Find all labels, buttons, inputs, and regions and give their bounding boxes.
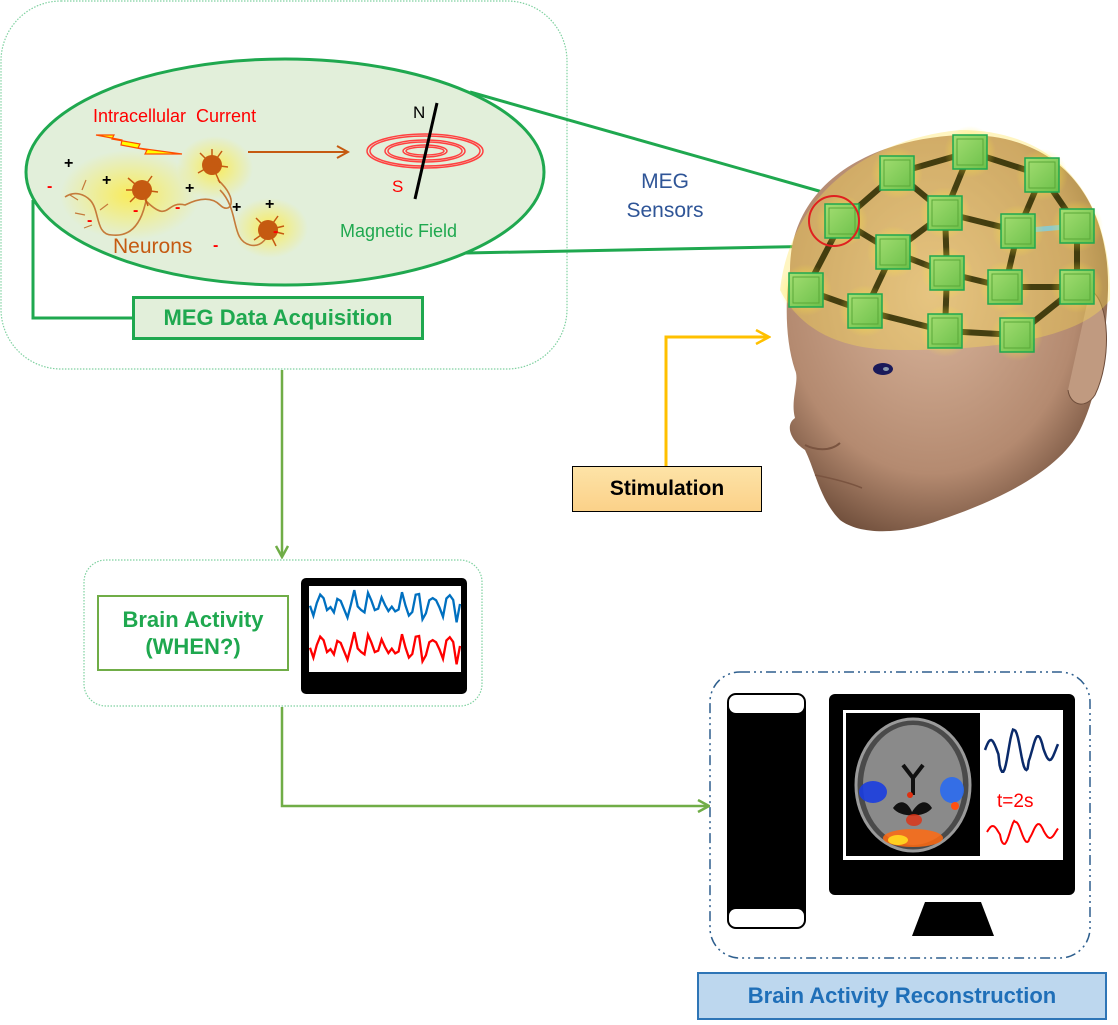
- red-signal-trace: [308, 630, 462, 665]
- meg-data-acquisition-label: MEG Data Acquisition: [163, 305, 393, 330]
- meg-data-acquisition-box: MEG Data Acquisition: [132, 296, 424, 340]
- time-label: t=2s: [997, 791, 1033, 812]
- neurons-illustration: [60, 136, 308, 258]
- computer-tower: [727, 693, 806, 929]
- tower-top-bay: [729, 695, 804, 713]
- compass-south-label: S: [392, 177, 403, 196]
- meg-sensor-bevel: [1004, 217, 1032, 245]
- sensor-highlight-circle: [808, 195, 860, 247]
- meg-sensor: [1059, 269, 1095, 305]
- meg-sensor: [788, 272, 824, 308]
- monitor-stand: [912, 902, 994, 936]
- meg-sensor-bevel: [879, 238, 907, 266]
- reconstructed-blue-signal: [983, 728, 1060, 773]
- minus-sign: -: [47, 178, 52, 195]
- compass-north-label: N: [413, 103, 425, 122]
- meg-sensor: [927, 313, 963, 349]
- magnetic-field-label: Magnetic Field: [340, 221, 457, 241]
- meg-sensor-bevel: [1028, 161, 1056, 189]
- meg-sensor: [824, 203, 860, 239]
- sensor-callout-line-bottom: [465, 244, 831, 255]
- meg-sensor-bevel: [883, 159, 911, 187]
- minus-sign: -: [213, 237, 218, 254]
- acquisition-bracket: [31, 200, 132, 320]
- plus-sign: +: [232, 199, 241, 216]
- plus-sign: +: [102, 172, 111, 189]
- meg-sensor: [875, 234, 911, 270]
- minus-sign: -: [87, 212, 92, 229]
- meg-sensor-bevel: [1063, 273, 1091, 301]
- stimulation-label: Stimulation: [609, 477, 725, 500]
- minus-sign: -: [175, 199, 180, 216]
- plus-sign: +: [185, 180, 194, 197]
- sensor-squares: [780, 126, 1103, 361]
- plus-sign: +: [64, 155, 73, 172]
- meg-sensor-bevel: [1063, 212, 1091, 240]
- minus-sign: -: [273, 223, 278, 240]
- meg-sensor-bevel: [1003, 321, 1031, 349]
- meg-sensor: [987, 269, 1023, 305]
- brain-activity-reconstruction-box: Brain Activity Reconstruction: [697, 972, 1107, 1020]
- meg-sensor: [1000, 213, 1036, 249]
- activity-to-reconstruction-arrow: [280, 707, 708, 806]
- meg-sensor: [952, 134, 988, 170]
- meg-sensors-label-line2: Sensors: [626, 199, 703, 222]
- meg-sensor: [847, 293, 883, 329]
- charge-signs: + + + + + - - - - - -: [47, 155, 278, 254]
- brain-activity-when-box: Brain Activity (WHEN?): [97, 595, 289, 671]
- brain-activity-label: Brain Activity: [122, 607, 264, 632]
- meg-sensor: [999, 317, 1035, 353]
- minus-sign: -: [133, 202, 138, 219]
- meg-sensor: [929, 255, 965, 291]
- plus-sign: +: [265, 196, 274, 213]
- neurons-label: Neurons: [113, 235, 192, 258]
- compass-needle-icon: [413, 102, 439, 200]
- stimulation-box: Stimulation: [572, 466, 762, 512]
- reconstructed-red-signal: [986, 819, 1059, 845]
- signal-monitor-screen: [309, 586, 461, 672]
- meg-sensor: [1059, 208, 1095, 244]
- meg-sensor-bevel: [931, 199, 959, 227]
- stimulation-arrow: [664, 337, 768, 466]
- meg-sensor-bevel: [956, 138, 984, 166]
- meg-sensor-bevel: [828, 207, 856, 235]
- meg-sensor: [879, 155, 915, 191]
- meg-sensor-bevel: [933, 259, 961, 287]
- blue-signal-trace: [308, 588, 462, 623]
- meg-sensor: [1024, 157, 1060, 193]
- sensor-callout-line-top: [469, 90, 827, 195]
- brain-scan-image: [854, 717, 972, 853]
- meg-sensor-bevel: [931, 317, 959, 345]
- when-label: (WHEN?): [145, 634, 241, 659]
- reconstruction-label: Brain Activity Reconstruction: [747, 983, 1057, 1008]
- meg-sensor: [927, 195, 963, 231]
- intracellular-current-label: Intracellular Current: [93, 106, 256, 126]
- meg-sensor-bevel: [991, 273, 1019, 301]
- tower-bottom-bay: [729, 909, 804, 927]
- meg-sensor-bevel: [792, 276, 820, 304]
- meg-sensor-bevel: [851, 297, 879, 325]
- meg-sensors-label-line1: MEG: [641, 170, 689, 193]
